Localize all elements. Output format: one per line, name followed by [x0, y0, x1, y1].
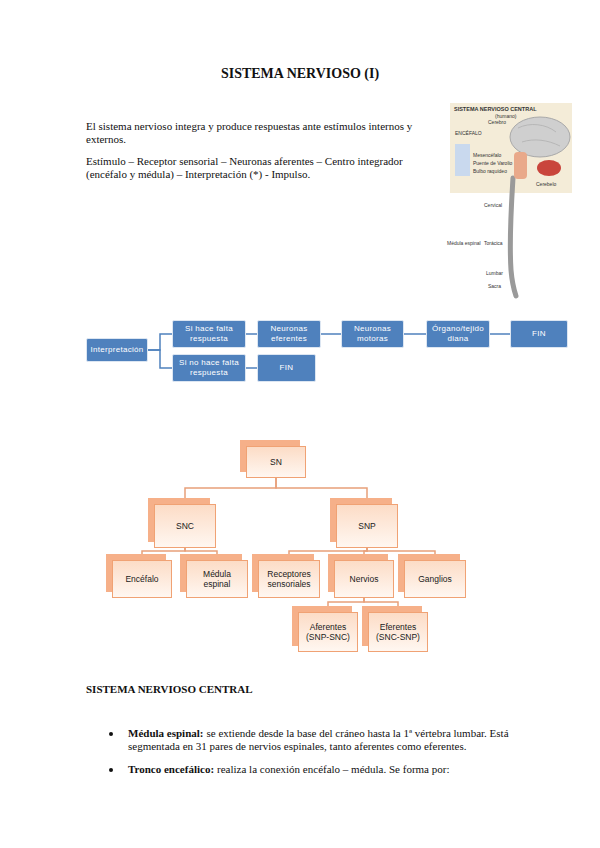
flow-box: Interpretación: [86, 338, 148, 362]
label-text: Torácica: [484, 240, 503, 246]
tree-connector: [289, 548, 367, 554]
flow-box: Si hace falta respuesta: [172, 320, 246, 348]
box-label: Si hace falta respuesta: [176, 324, 242, 344]
flow-connector: [490, 333, 510, 335]
label-text: Mesencéfalo: [473, 152, 501, 158]
section-heading: SISTEMA NERVIOSO CENTRAL: [86, 683, 386, 696]
label-text: (humano): [495, 113, 516, 119]
bullet-text: Médula espinal:se extiende desde la base…: [128, 727, 523, 753]
tree-box: Aferentes (SNP-SNC): [298, 612, 358, 652]
brain-folds: [518, 125, 560, 146]
annotation-label: Cervical: [484, 202, 502, 208]
annotation-label: Lumbar: [486, 270, 503, 276]
annotation-label: ENCÉFALO: [455, 130, 482, 136]
brainstem: [514, 152, 527, 179]
annotation-label: Puente de Varolio: [473, 160, 512, 166]
label-text: Cerebelo: [536, 181, 556, 187]
label-text: ENCÉFALO: [455, 130, 482, 136]
box-label: Receptores sensoriales: [262, 569, 316, 589]
label-text: El sistema nervioso integra y produce re…: [86, 120, 412, 145]
label-text: Lumbar: [486, 270, 503, 276]
label-text: realiza la conexión encéfalo – médula. S…: [217, 763, 449, 775]
bullet-dot: [109, 768, 113, 772]
box-label: Médula espinal: [190, 569, 244, 589]
cerebellum: [537, 160, 561, 176]
bullet-text: Tronco encefálico:realiza la conexión en…: [128, 763, 523, 776]
annotation-label: Cerebelo: [536, 181, 556, 187]
tree-box: Eferentes (SNC-SNP): [368, 612, 428, 652]
box-label: SNC: [176, 521, 194, 531]
flow-connector: [321, 333, 341, 335]
box-label: Aferentes (SNP-SNC): [302, 622, 354, 642]
flow-connector: [148, 334, 172, 350]
label-text: Médula espinal: [447, 240, 481, 246]
page-title: SISTEMA NERVIOSO (I): [0, 66, 600, 82]
box-label: SN: [270, 457, 282, 467]
bullet-term: Tronco encefálico:: [128, 763, 214, 775]
body-text: Estímulo – Receptor sensorial – Neuronas…: [86, 155, 421, 181]
box-label: FIN: [280, 363, 294, 373]
annotation-label: Bulbo raquídeo: [473, 168, 507, 174]
box-label: Nervios: [350, 574, 379, 584]
box-label: FIN: [532, 329, 546, 339]
box-label: Órgano/tejido diana: [430, 324, 486, 344]
bullet-term: Médula espinal:: [128, 727, 203, 739]
box-label: Si no hace falta respuesta: [176, 358, 242, 378]
brainstem-band: [455, 144, 470, 176]
illustration-title: SISTEMA NERVIOSO CENTRAL: [454, 106, 537, 112]
label-text: Bulbo raquídeo: [473, 168, 507, 174]
flow-box: Neuronas eferentes: [257, 320, 321, 348]
annotation-label: Mesencéfalo: [473, 152, 501, 158]
illustration-subtitle: (humano): [495, 113, 516, 119]
box-label: SNP: [358, 521, 375, 531]
tree-box: SNP: [336, 504, 398, 548]
label-text: Puente de Varolio: [473, 160, 512, 166]
brain-cerebrum: [510, 117, 570, 157]
flow-box: Neuronas motoras: [341, 320, 404, 348]
flow-connector: [246, 367, 257, 369]
label-text: Estímulo – Receptor sensorial – Neuronas…: [86, 155, 403, 180]
tree-box: Ganglios: [404, 560, 466, 598]
flow-connector: [148, 350, 172, 368]
annotation-label: Sacra: [488, 283, 501, 289]
tree-connector: [185, 548, 217, 554]
tree-connector: [328, 598, 364, 606]
tree-box: SNC: [154, 504, 216, 548]
label-text: SISTEMA NERVIOSO CENTRAL: [86, 683, 253, 695]
box-label: Eferentes (SNC-SNP): [372, 622, 424, 642]
box-label: Interpretación: [90, 345, 143, 355]
flow-box: Órgano/tejido diana: [426, 320, 490, 348]
box-label: Encéfalo: [125, 574, 158, 584]
box-label: Ganglios: [418, 574, 452, 584]
label-text: Cerebro: [488, 119, 506, 125]
body-text: El sistema nervioso integra y produce re…: [86, 120, 421, 146]
tree-box: Médula espinal: [186, 560, 248, 598]
box-label: Neuronas motoras: [345, 324, 400, 344]
annotation-label: Cerebro: [488, 119, 506, 125]
spinal-cord: [510, 178, 516, 296]
flow-box: Si no hace falta respuesta: [172, 354, 246, 382]
bullet-dot: [109, 732, 113, 736]
label-text: Cervical: [484, 202, 502, 208]
tree-connector: [142, 548, 185, 554]
annotation-label: Médula espinal: [447, 240, 481, 246]
flow-box: FIN: [257, 354, 316, 382]
flow-box: FIN: [510, 320, 568, 348]
box-label: Neuronas eferentes: [261, 324, 317, 344]
annotation-label: Torácica: [484, 240, 503, 246]
tree-connector: [185, 478, 276, 498]
tree-box: Nervios: [334, 560, 394, 598]
flow-connector: [246, 333, 257, 335]
tree-connector: [276, 478, 367, 498]
tree-connector: [364, 598, 398, 606]
label-text: Sacra: [488, 283, 501, 289]
tree-box: Encéfalo: [112, 560, 172, 598]
tree-connector: [367, 548, 435, 554]
tree-box: Receptores sensoriales: [258, 560, 320, 598]
tree-box: SN: [246, 446, 306, 478]
label-text: SISTEMA NERVIOSO CENTRAL: [454, 106, 537, 112]
flow-connector: [404, 333, 426, 335]
